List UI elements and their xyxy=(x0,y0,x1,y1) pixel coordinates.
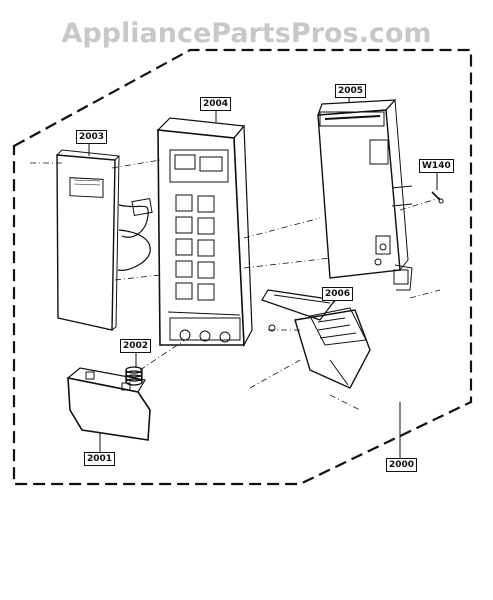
label-2003: 2003 xyxy=(76,130,108,144)
screw-w140 xyxy=(431,191,444,204)
label-w140: W140 xyxy=(419,159,454,173)
watermark-logo: AppliancePartsPros.com xyxy=(61,18,432,49)
part-2005-control-board xyxy=(317,98,413,291)
label-2000: 2000 xyxy=(386,458,418,472)
assembly-boundary xyxy=(12,48,473,486)
label-2005: 2005 xyxy=(335,84,367,98)
part-2003-membrane-panel xyxy=(55,149,153,331)
part-2006-latch-assembly xyxy=(261,289,371,389)
label-2004: 2004 xyxy=(200,97,232,111)
part-2001-release-button xyxy=(66,367,151,441)
part-2004-control-frame xyxy=(156,117,253,348)
part-2002-spring xyxy=(125,366,143,386)
label-2006: 2006 xyxy=(322,287,354,301)
label-2002: 2002 xyxy=(120,339,152,353)
leader-lines xyxy=(88,97,438,458)
label-2001: 2001 xyxy=(84,452,116,466)
